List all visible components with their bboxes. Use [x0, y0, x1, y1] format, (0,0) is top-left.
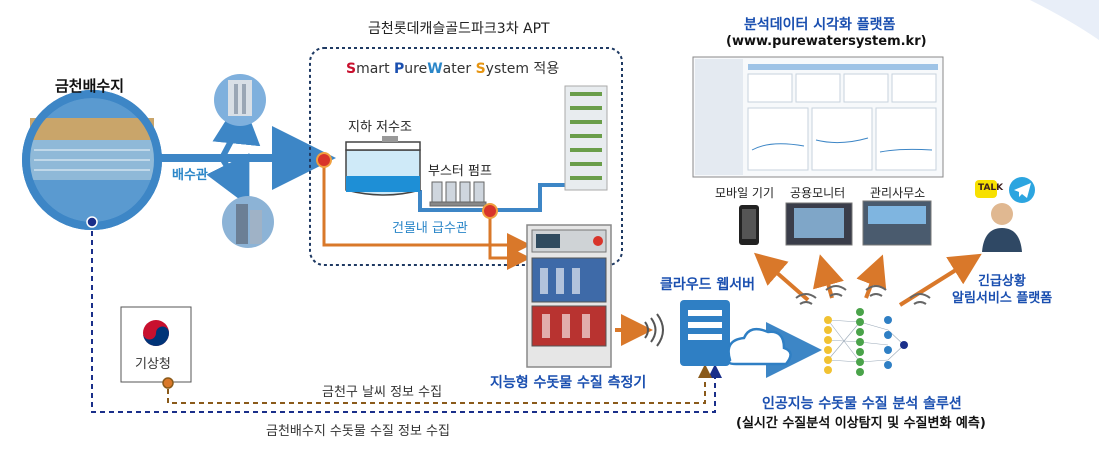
sps-rest4: ystem — [485, 61, 529, 77]
reservoir-flow-label: 금천배수지 수돗물 수질 정보 수집 — [266, 424, 450, 439]
kakao-icon: TALK — [978, 183, 1004, 193]
sps-w: W — [427, 61, 443, 77]
sps-rest3: ater — [442, 61, 476, 77]
sample-line-2 — [488, 212, 531, 270]
wifi-analyzer — [644, 313, 664, 347]
inner-pipe-label: 건물내 급수관 — [392, 221, 468, 236]
booster-pumps — [429, 181, 487, 207]
cloud — [727, 327, 792, 366]
weather-line — [167, 364, 712, 404]
analyzer-label: 지능형 수돗물 수질 측정기 — [490, 375, 647, 391]
apt-title: 금천롯데캐슬골드파크3차 APT — [368, 21, 550, 37]
sps-s1: S — [346, 61, 357, 77]
reservoir-title: 금천배수지 — [55, 77, 125, 95]
office-label: 관리사무소 — [870, 186, 926, 200]
cloud-label: 클라우드 웹서버 — [660, 277, 756, 293]
branch-pipe-down — [206, 153, 250, 207]
decor-swoosh — [1030, 0, 1099, 40]
mobile-label: 모바일 기기 — [715, 186, 775, 200]
sps-s2: S — [475, 61, 486, 77]
inner-pipe — [418, 183, 565, 212]
sps-rest2: ure — [404, 61, 428, 77]
sample-line-1 — [322, 160, 531, 257]
ai-title: 인공지능 수돗물 수질 분석 솔루션 — [762, 396, 962, 412]
monitor-label: 공용모니터 — [790, 186, 846, 200]
platform-title: 분석데이터 시각화 플랫폼 — [744, 17, 896, 33]
platform-url: (www.purewatersystem.kr) — [726, 34, 927, 49]
ai-subtitle: (실시간 수질분석 이상탐지 및 수질변화 예측) — [736, 416, 986, 431]
kma-dot — [162, 377, 174, 389]
person-head — [991, 203, 1013, 225]
alert-line1: 긴급상황 — [978, 274, 1026, 289]
weather-flow-label: 금천구 날씨 정보 수집 — [322, 385, 443, 400]
server — [680, 300, 730, 366]
person-body — [982, 228, 1022, 252]
kma-name: 기상청 — [135, 357, 171, 372]
tank-label: 지하 저수조 — [348, 120, 412, 135]
sensor-dot-2 — [482, 203, 498, 219]
sps-title: Smart PureWater System 적용 — [346, 58, 559, 78]
sps-rest1: mart — [356, 61, 395, 77]
sps-p: P — [394, 61, 405, 77]
pipe-label: 배수관 — [172, 168, 208, 183]
pump-label: 부스터 펌프 — [428, 164, 492, 179]
sensor-dot-1 — [316, 152, 332, 168]
wifi-icons — [795, 285, 931, 305]
sps-suffix: 적용 — [528, 61, 560, 77]
alert-line2: 알림서비스 플랫폼 — [952, 291, 1053, 306]
reservoir-quality-line — [91, 222, 722, 413]
neural-net — [827, 319, 905, 363]
reservoir-sensor-dot — [86, 216, 98, 228]
